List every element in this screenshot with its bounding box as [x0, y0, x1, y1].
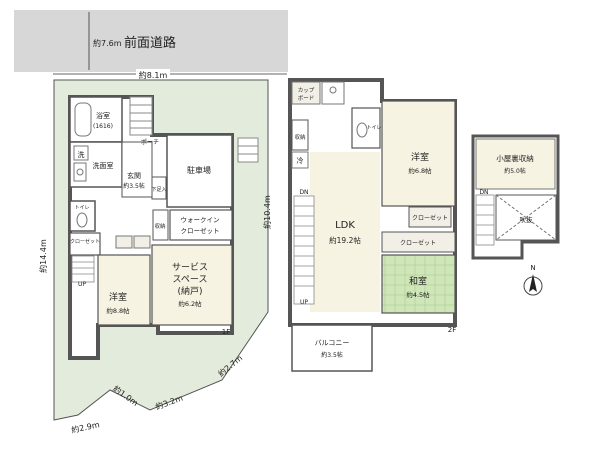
floor-2-label: 2F — [448, 326, 456, 334]
service-label-3: (納戸) — [177, 285, 202, 297]
balcony-label: バルコニー — [315, 339, 350, 347]
up-1f-label: UP — [78, 281, 86, 288]
floor-1: 浴室 (1616) 洗 洗面室 トイレ クローゼット 玄関 約3.5帖 ポーチ … — [68, 95, 259, 360]
washroom-label: 洗面室 — [93, 161, 114, 170]
storage-2f-label: 収納 — [294, 133, 306, 141]
cupboard-label-1: カップ — [298, 87, 315, 94]
service-label-1: サービス — [172, 262, 208, 273]
cupboard-label-2: ボード — [298, 94, 315, 102]
toilet-2f-label: トイレ — [366, 125, 381, 131]
site-left-dim: 約14.4m — [38, 239, 48, 273]
western-2f-size: 約6.8帖 — [408, 166, 432, 175]
entrance-size: 約3.5帖 — [123, 182, 145, 190]
dn-attic-label: DN — [479, 189, 488, 196]
closet-1f-label: クローゼット — [70, 238, 100, 245]
bath-size: (1616) — [93, 123, 113, 130]
western-1f-label: 洋室 — [109, 291, 127, 303]
japanese-label: 和室 — [409, 275, 427, 287]
western-1f-size: 約8.8帖 — [106, 306, 130, 315]
toilet-1f-label: トイレ — [74, 205, 89, 211]
closet-2f-a-label: クローゼット — [412, 214, 448, 222]
service-size: 約6.2帖 — [178, 299, 202, 308]
frontage-dim: 約8.1m — [139, 70, 168, 80]
floor-2: カップ ボード 収納 冷 トイレ LDK 約19.2帖 DN UP 洋室 約6.… — [288, 78, 457, 372]
entrance-label: 玄関 — [127, 171, 141, 180]
attic-floor: 小屋裏収納 約5.0帖 DN 吹抜 — [471, 134, 560, 260]
ldk-size: 約19.2帖 — [329, 235, 361, 245]
road-label: 前面道路 — [124, 35, 176, 51]
wash-label: 洗 — [78, 150, 85, 159]
ldk-label: LDK — [335, 220, 355, 231]
parking-label: 駐車場 — [187, 165, 211, 175]
front-road — [14, 10, 288, 72]
north-label: N — [530, 264, 535, 272]
bath-label: 浴室 — [96, 111, 110, 120]
void-label: 吹抜 — [520, 215, 534, 224]
walkin-label: ウォークイン — [181, 216, 220, 224]
site-bottom-dim-a: 約2.9m — [70, 419, 100, 435]
closet-2f-b-label: クローゼット — [400, 239, 436, 247]
service-label-2: スペース — [173, 275, 208, 285]
storage-1f-label: 収納 — [154, 222, 166, 230]
floor-1-label: 1F — [222, 328, 230, 336]
balcony-size: 約3.5帖 — [321, 351, 343, 359]
japanese-size: 約4.5帖 — [406, 290, 430, 299]
loft-label: 小屋裏収納 — [496, 153, 534, 163]
fridge-label: 冷 — [297, 156, 304, 165]
road-width-dim: 約7.6m — [93, 38, 122, 48]
porch-label: ポーチ — [141, 138, 159, 146]
compass: N — [523, 264, 543, 296]
western-2f-label: 洋室 — [411, 151, 429, 163]
site-right-dim: 約10.4m — [262, 195, 272, 229]
walkin-label-2: クローゼット — [181, 226, 220, 235]
loft-size: 約5.0帖 — [504, 167, 526, 175]
dn-2f-label: DN — [299, 189, 308, 196]
shoes-label: 下足入 — [151, 187, 166, 193]
up-2f-label: UP — [300, 299, 308, 306]
